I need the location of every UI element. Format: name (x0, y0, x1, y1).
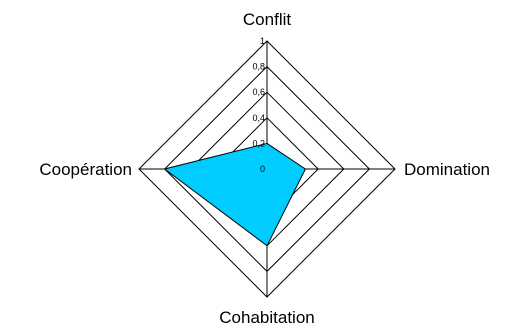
tick-label-2: 0,4 (252, 113, 265, 123)
tick-label-0: 0 (260, 164, 265, 174)
tick-label-4: 0,8 (252, 62, 265, 72)
radar-series (163, 142, 307, 247)
tick-label-3: 0,6 (252, 87, 265, 97)
axis-label-cooperation: Coopération (39, 160, 132, 179)
axis-label-domination: Domination (404, 160, 490, 179)
series-polygon-0 (163, 142, 307, 247)
tick-label-1: 0,2 (252, 138, 265, 148)
tick-label-5: 1 (260, 36, 265, 46)
axis-label-cohabitation: Cohabitation (219, 308, 314, 327)
axis-label-conflit: Conflit (243, 10, 291, 29)
radar-tick-labels: 0 0,2 0,4 0,6 0,8 1 (252, 36, 265, 174)
